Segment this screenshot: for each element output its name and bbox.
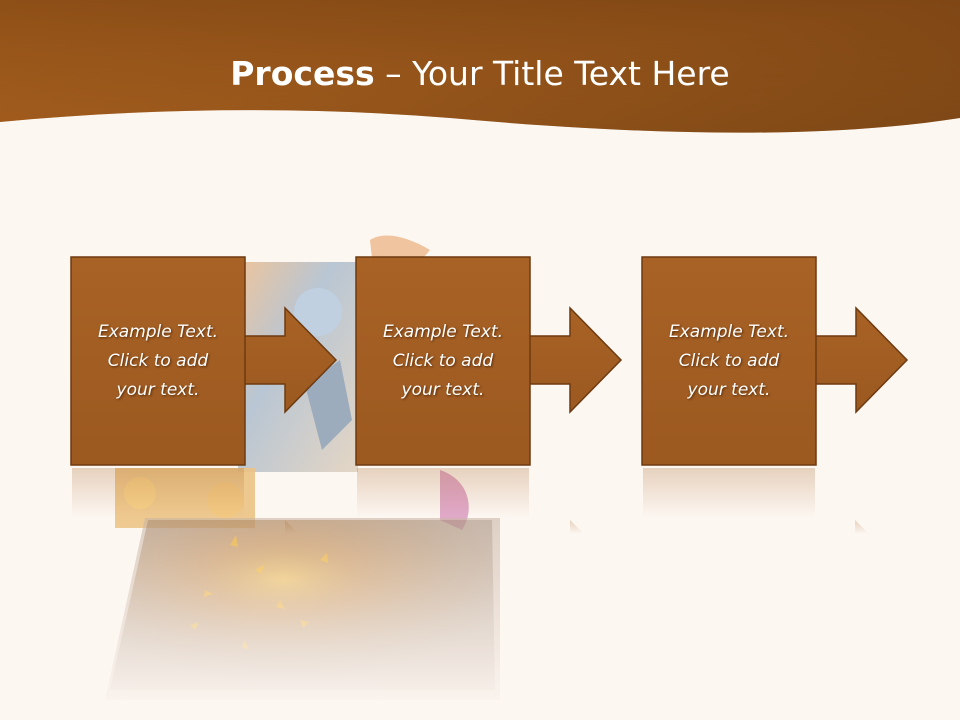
step-2-box	[355, 256, 531, 466]
step-3-box	[641, 256, 817, 466]
title-rest-text: Your Title Text Here	[412, 54, 730, 93]
step-3-text[interactable]: Example Text. Click to add your text.	[668, 321, 790, 400]
arrow-reflections	[72, 468, 869, 534]
reflection-image	[90, 518, 510, 720]
step-1-text[interactable]: Example Text. Click to add your text.	[97, 321, 219, 400]
step-3-arrow	[813, 306, 909, 414]
step-1-box	[70, 256, 246, 466]
title-separator: –	[374, 54, 413, 93]
step-1-arrow	[242, 306, 338, 414]
title-bold-text: Process	[230, 54, 375, 93]
step-1-shape[interactable]	[70, 256, 338, 466]
step-2-text[interactable]: Example Text. Click to add your text.	[382, 321, 504, 400]
step-2-arrow	[527, 306, 623, 414]
slide-title[interactable]: Process – Your Title Text Here	[0, 52, 960, 96]
step-2-shape[interactable]	[355, 256, 623, 466]
header-shade	[0, 0, 960, 133]
step-3-shape[interactable]	[641, 256, 909, 466]
